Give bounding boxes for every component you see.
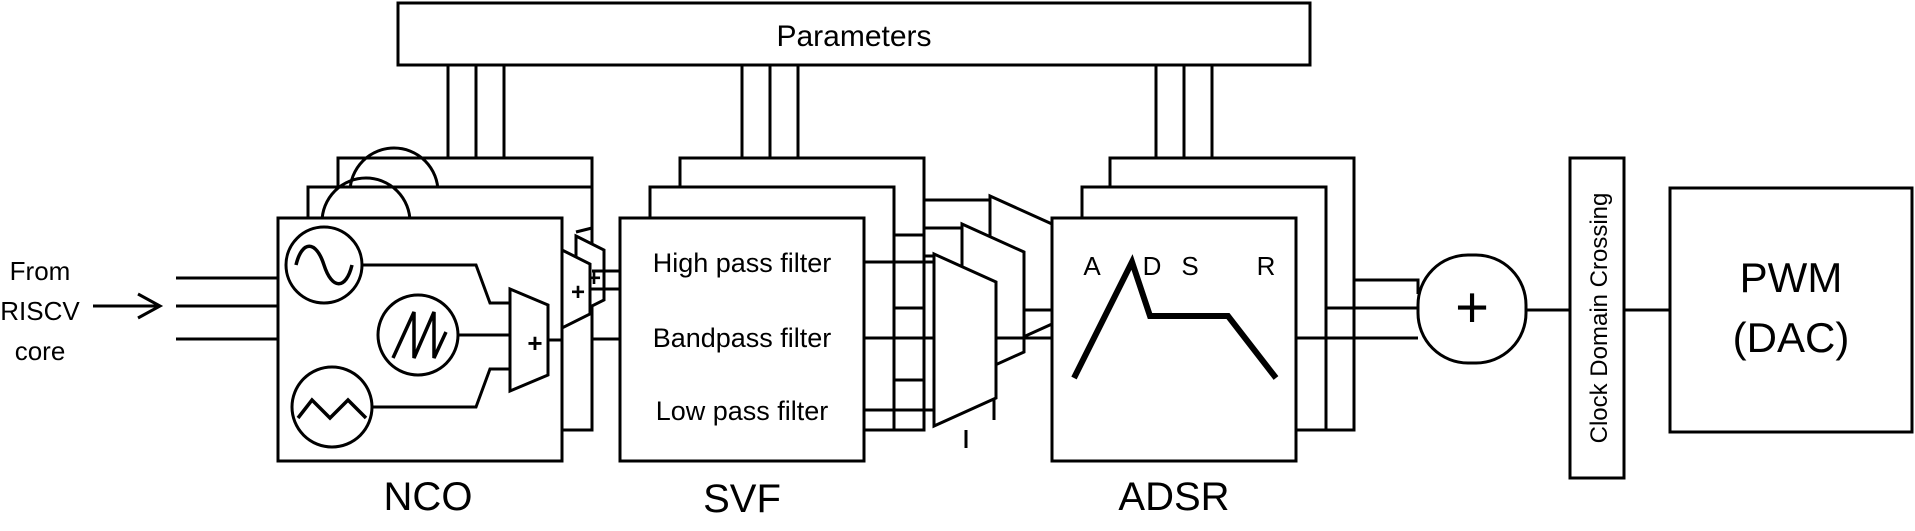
svf-filter-lowpass: Low pass filter [656,396,829,426]
nco-svf-wires [592,269,620,341]
mixer: + [1416,253,1570,365]
adsr-stage-r: R [1257,251,1276,281]
filter-mux-front [932,251,998,429]
nco-mux [508,286,550,394]
input-label-line-1: From [10,256,71,286]
nco-label: NCO [384,475,473,519]
adsr-block: A D S R ADSR [1050,156,1356,519]
adsr-stage-a: A [1083,251,1101,281]
svg-text:+: + [571,279,585,306]
dac-label: (DAC) [1733,314,1850,361]
input-label-line-3: core [15,336,66,366]
cdc-box [1568,156,1626,480]
pwm-dac: PWM (DAC) [1668,186,1914,434]
parameters-label: Parameters [776,20,931,53]
svf-label: SVF [703,477,781,521]
adsr-envelope-curve [1071,254,1279,380]
adsr-mixer-wires [1296,278,1420,340]
mixer-symbol: + [1455,275,1489,340]
triangle-oscillator-icon [290,365,374,449]
nco-mux-symbol: + [527,328,542,358]
pwm-box [1668,186,1914,434]
input-label-line-2: RISCV [0,296,80,326]
filter-mux-stack [864,193,1054,448]
adsr-stage-d: D [1143,251,1162,281]
nco-block: + + + NCO [276,146,620,519]
pwm-label: PWM [1740,254,1843,301]
parameters-box [396,1,1312,67]
adsr-stage-s: S [1181,251,1198,281]
input-arrow-head [137,292,164,320]
svf-filter-bandpass: Bandpass filter [653,323,832,353]
input-from-riscv: From RISCV core [0,256,278,366]
svf-filter-highpass: High pass filter [653,248,832,278]
parameters-bus: Parameters [396,1,1312,218]
adsr-label: ADSR [1118,475,1229,519]
svf-block: High pass filter Bandpass filter Low pas… [618,156,926,521]
cdc-label: Clock Domain Crossing [1586,193,1613,444]
clock-domain-crossing: Clock Domain Crossing [1568,156,1670,480]
